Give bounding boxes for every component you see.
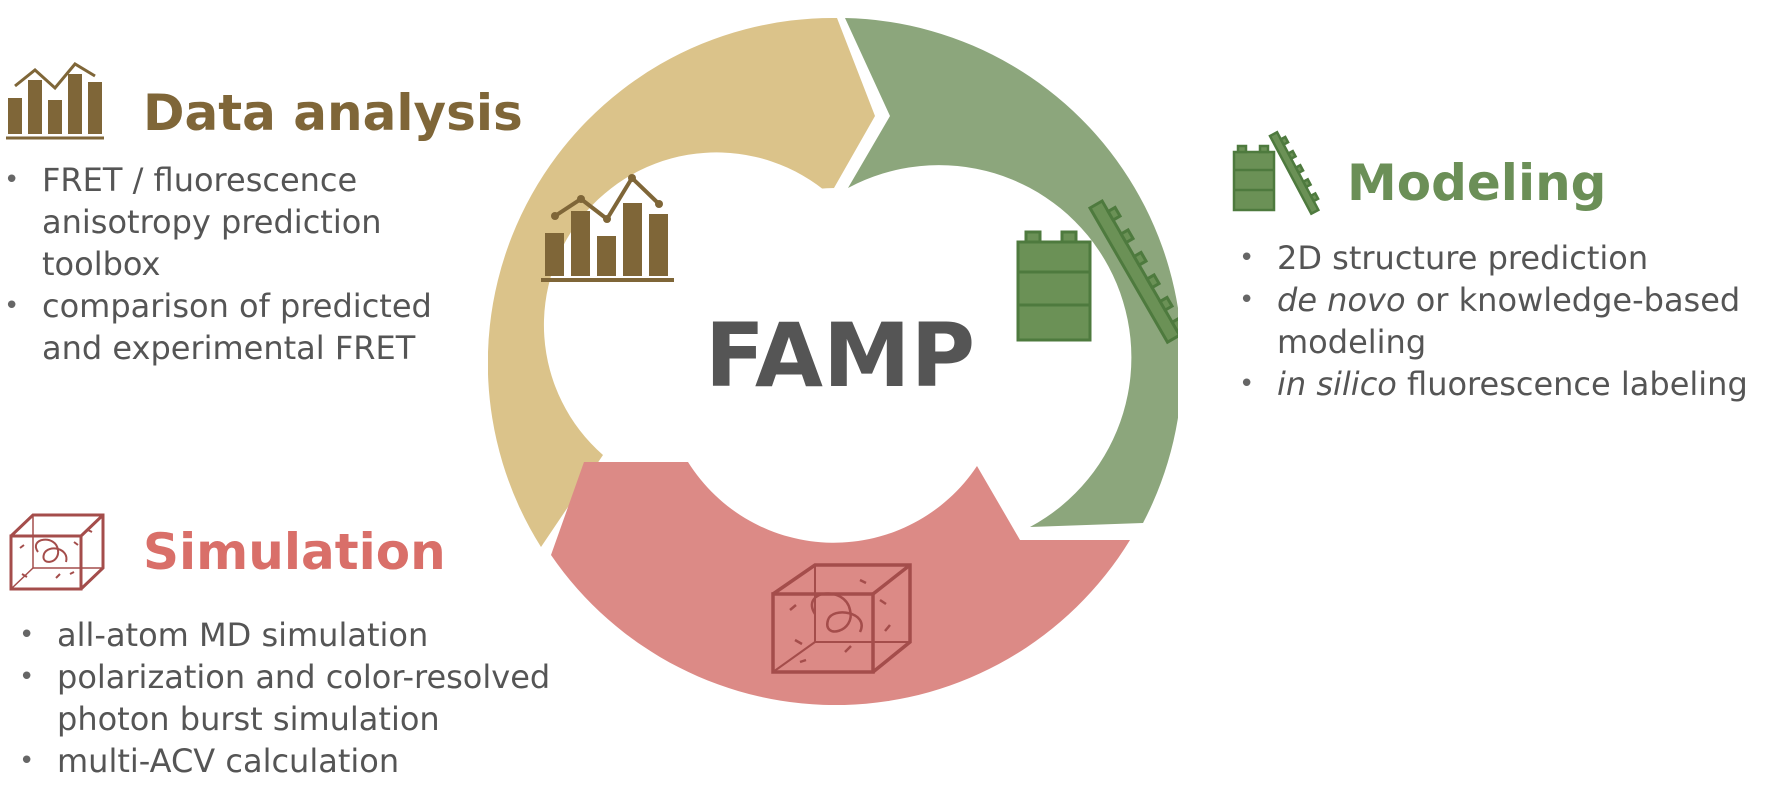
modeling-heading: Modeling: [1347, 154, 1607, 212]
simulation-heading: Simulation: [143, 523, 446, 581]
list-item: comparison of predicted and experimental…: [0, 285, 470, 369]
wheel-building-blocks-icon: [1016, 198, 1178, 345]
wheel-simulation-box-icon: [771, 563, 912, 674]
list-item: multi-ACV calculation: [15, 740, 595, 782]
cycle-wheel: [488, 17, 1178, 706]
center-title: FAMP: [704, 304, 976, 407]
data-analysis-heading: Data analysis: [143, 84, 523, 142]
list-item: FRET / fluorescence anisotropy predictio…: [0, 159, 470, 285]
simulation-segment: [551, 462, 1130, 706]
wheel-bar-chart-icon: [541, 174, 674, 282]
modeling-segment: [845, 18, 1178, 527]
simulation-list: all-atom MD simulation polarization and …: [15, 614, 595, 782]
data-analysis-list: FRET / fluorescence anisotropy predictio…: [0, 159, 470, 369]
list-item: all-atom MD simulation: [15, 614, 595, 656]
building-blocks-icon: [1232, 130, 1320, 216]
list-item: de novo or knowledge-based modeling: [1235, 279, 1775, 363]
modeling-list: 2D structure prediction de novo or knowl…: [1235, 237, 1775, 405]
simulation-box-icon: [9, 513, 105, 591]
bar-chart-icon: [6, 62, 104, 140]
list-item: 2D structure prediction: [1235, 237, 1775, 279]
list-item: polarization and color-resolved photon b…: [15, 656, 595, 740]
list-item: in silico fluorescence labeling: [1235, 363, 1775, 405]
data-analysis-segment: [488, 17, 875, 547]
